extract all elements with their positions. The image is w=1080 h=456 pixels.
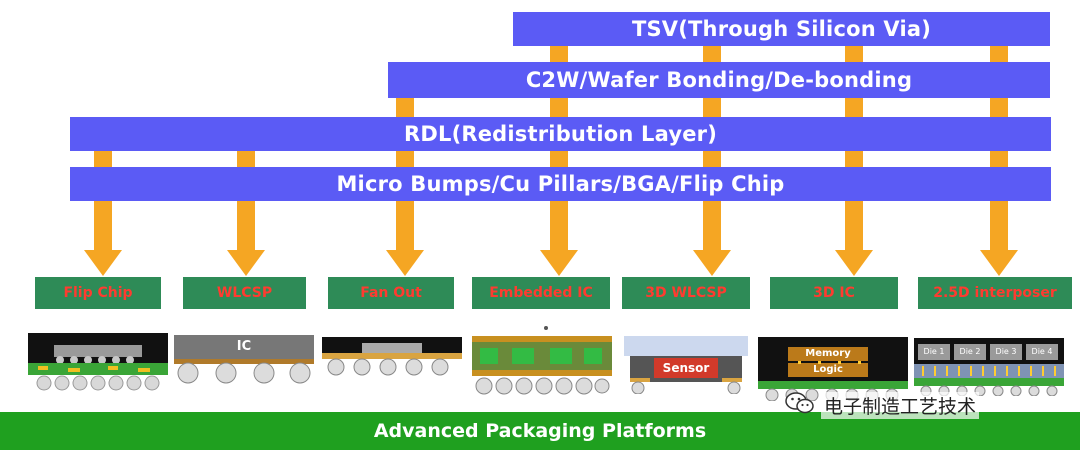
arrow-shaft-3d-ic-lower <box>845 201 863 250</box>
arrow-shaft-fan-out <box>396 98 414 117</box>
interposer-die-3: Die 3 <box>995 347 1017 356</box>
arrow-head-3d-ic <box>835 250 873 276</box>
layer-rdl: RDL(Redistribution Layer) <box>70 117 1051 151</box>
wlcsp-illustration: IC <box>174 335 314 385</box>
arrow-shaft-flip-chip <box>94 151 112 167</box>
interposer-illustration: Die 1 Die 2 Die 3 Die 4 <box>914 338 1064 397</box>
watermark-text: 电子制造工艺技术 <box>821 392 980 419</box>
label-3d-ic: 3D IC <box>770 277 898 309</box>
label-flip-chip: Flip Chip <box>35 277 161 309</box>
arrow-shaft-interposer-lower <box>990 201 1008 250</box>
arrow-shaft-interposer <box>990 46 1008 62</box>
arrow-shaft-wlcsp-lower <box>237 201 255 250</box>
wlcsp-die-text: IC <box>236 339 252 354</box>
arrow-head-fan-out <box>386 250 424 276</box>
arrow-shaft-flip-chip-lower <box>94 201 112 250</box>
wechat-icon <box>785 391 815 420</box>
watermark: 电子制造工艺技术 <box>785 391 980 420</box>
arrow-shaft-embedded-2 <box>550 98 568 117</box>
arrow-shaft-embedded-lower <box>550 201 568 250</box>
label-2-5d-interposer: 2.5D interposer <box>918 277 1072 309</box>
arrow-shaft-3d-ic <box>845 46 863 62</box>
layer-c2w-bonding: C2W/Wafer Bonding/De-bonding <box>388 62 1050 98</box>
layer-tsv: TSV(Through Silicon Via) <box>513 12 1050 46</box>
3d-ic-memory-text: Memory <box>805 348 851 359</box>
flip-chip-illustration <box>28 333 168 393</box>
arrow-shaft-3d-wlcsp <box>703 46 721 62</box>
label-wlcsp: WLCSP <box>183 277 306 309</box>
arrow-shaft-3d-wlcsp-2 <box>703 98 721 117</box>
fan-out-illustration <box>322 337 462 377</box>
arrow-shaft-embedded <box>550 46 568 62</box>
arrow-head-3d-wlcsp <box>693 250 731 276</box>
label-embedded-ic: Embedded IC <box>472 277 610 309</box>
3d-wlcsp-die-text: Sensor <box>662 361 710 375</box>
layer-micro-bumps: Micro Bumps/Cu Pillars/BGA/Flip Chip <box>70 167 1051 201</box>
arrow-shaft-3d-ic-3 <box>845 151 863 167</box>
interposer-die-4: Die 4 <box>1031 347 1053 356</box>
arrow-shaft-interposer-3 <box>990 151 1008 167</box>
3d-ic-logic-text: Logic <box>813 364 843 375</box>
arrow-head-embedded <box>540 250 578 276</box>
arrow-shaft-interposer-2 <box>990 98 1008 117</box>
arrow-shaft-embedded-3 <box>550 151 568 167</box>
arrow-head-interposer <box>980 250 1018 276</box>
label-fan-out: Fan Out <box>328 277 454 309</box>
3d-wlcsp-illustration: Sensor <box>624 336 748 395</box>
arrow-head-flip-chip <box>84 250 122 276</box>
arrow-shaft-3d-wlcsp-lower <box>703 201 721 250</box>
arrow-head-wlcsp <box>227 250 265 276</box>
arrow-shaft-fan-out-lower <box>396 201 414 250</box>
arrow-shaft-wlcsp <box>237 151 255 167</box>
interposer-die-2: Die 2 <box>959 347 981 356</box>
embedded-ic-illustration <box>472 322 612 396</box>
arrow-shaft-3d-wlcsp-3 <box>703 151 721 167</box>
arrow-shaft-3d-ic-2 <box>845 98 863 117</box>
interposer-die-1: Die 1 <box>923 347 945 356</box>
label-3d-wlcsp: 3D WLCSP <box>622 277 750 309</box>
arrow-shaft-fan-out-mid <box>396 151 414 167</box>
